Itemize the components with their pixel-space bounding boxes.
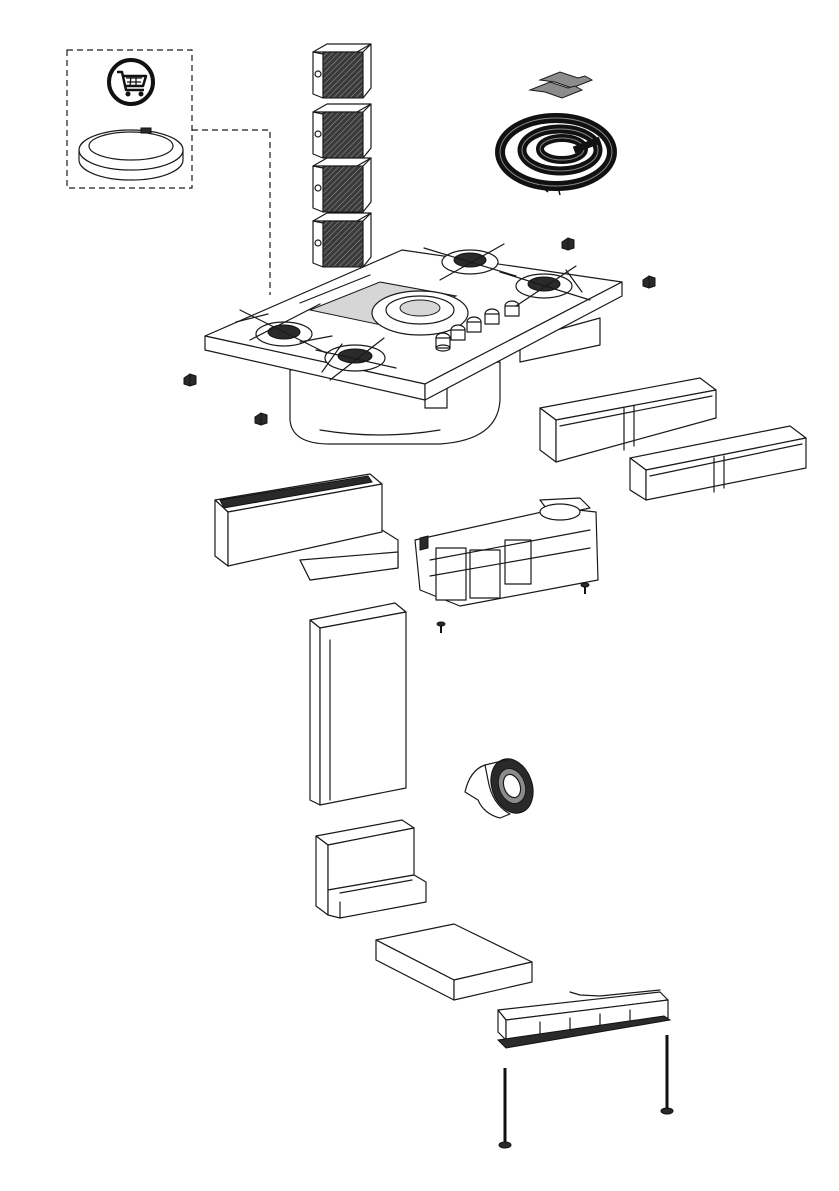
- screw: [437, 622, 445, 633]
- motor-unit: [415, 498, 598, 606]
- extension-duct: [630, 426, 806, 500]
- carbon-filter: [313, 213, 371, 267]
- support-rod: [499, 1068, 511, 1148]
- fixing-bracket: [255, 413, 267, 425]
- duct-elbow: [316, 820, 426, 918]
- screw: [581, 583, 589, 594]
- burner-ring-part: [79, 128, 183, 180]
- fixing-bracket: [643, 276, 655, 288]
- fixing-bracket: [184, 374, 196, 386]
- mounting-clips: [530, 72, 592, 98]
- support-rod: [661, 1035, 673, 1114]
- fixing-bracket: [562, 238, 574, 250]
- plinth-outlet-grille: [498, 990, 670, 1048]
- sealing-gasket-roll: [500, 118, 612, 195]
- spare-parts-callout: [67, 50, 270, 295]
- flat-duct-section: [376, 924, 532, 1000]
- carbon-filter: [313, 158, 371, 212]
- vertical-duct: [310, 603, 406, 805]
- carbon-filter-stack: [313, 44, 371, 267]
- adhesive-tape: [465, 753, 540, 819]
- carbon-filter: [313, 104, 371, 158]
- callout-leader-line: [192, 130, 270, 295]
- air-outlet-box: [215, 474, 398, 580]
- carbon-filter: [313, 44, 371, 98]
